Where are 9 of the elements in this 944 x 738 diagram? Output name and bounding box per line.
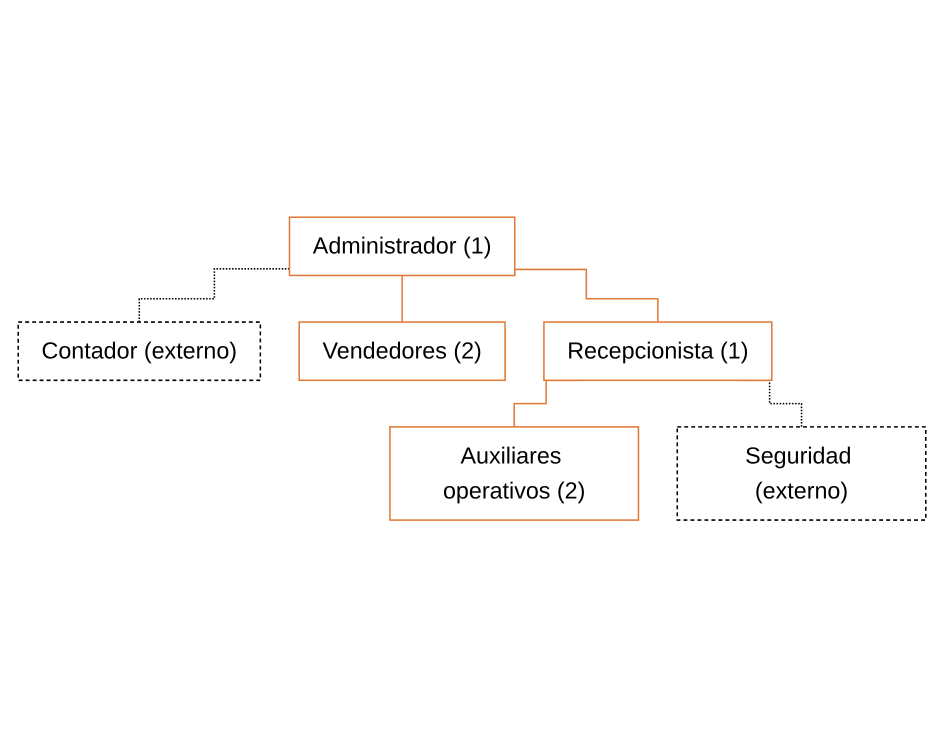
- node-box: Recepcionista (1): [543, 322, 773, 382]
- connector: [514, 269, 659, 324]
- node-box: Auxiliares operativos (2): [389, 426, 640, 522]
- connector: [401, 275, 403, 324]
- node-box: Contador (externo): [17, 322, 262, 382]
- node-box: Seguridad (externo): [676, 426, 927, 522]
- node-box: Vendedores (2): [298, 322, 506, 382]
- connector: [138, 268, 290, 324]
- node-box: Administrador (1): [288, 216, 516, 277]
